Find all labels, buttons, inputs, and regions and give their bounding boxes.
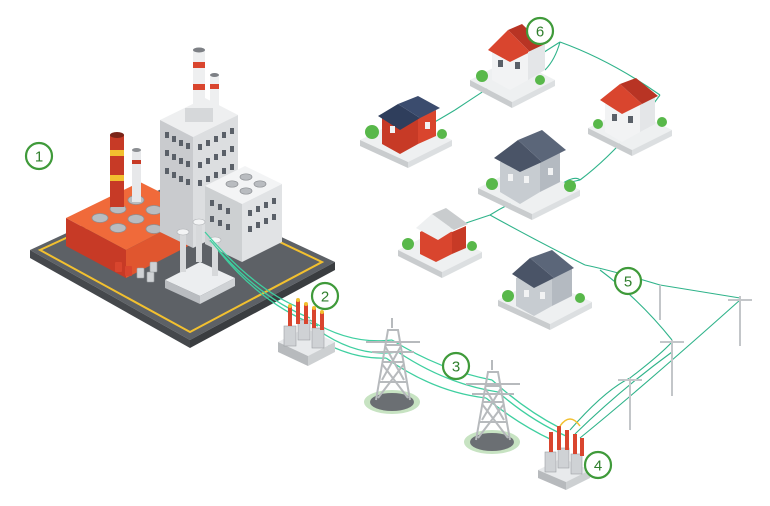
badge-1-label: 1 (35, 149, 43, 166)
transmission-tower-1 (364, 318, 420, 414)
badge-4: 4 (583, 450, 613, 480)
power-plant (30, 47, 335, 348)
badge-2-label: 2 (321, 289, 329, 306)
badge-6: 6 (525, 16, 555, 46)
power-lines (204, 41, 741, 441)
badge-1: 1 (24, 141, 54, 171)
badge-2: 2 (310, 281, 340, 311)
badge-3: 3 (441, 351, 471, 381)
chimney-white (193, 50, 205, 115)
badge-5: 5 (613, 266, 643, 296)
badge-4-label: 4 (594, 458, 602, 475)
house-navy-left (360, 96, 452, 168)
badge-3-label: 3 (452, 359, 460, 376)
house-red-right (588, 78, 672, 156)
house-gray-center (478, 130, 580, 220)
house-red-small (398, 208, 482, 278)
step-down-transformer (538, 418, 590, 490)
badge-6-label: 6 (536, 24, 544, 41)
house-red-top (470, 24, 555, 108)
distribution-poles (618, 285, 752, 430)
transmission-tower-2 (464, 360, 520, 454)
badge-5-label: 5 (624, 274, 632, 291)
step-up-transformer (278, 298, 335, 366)
chimney-red (110, 135, 124, 207)
house-gray-lower (498, 250, 592, 330)
